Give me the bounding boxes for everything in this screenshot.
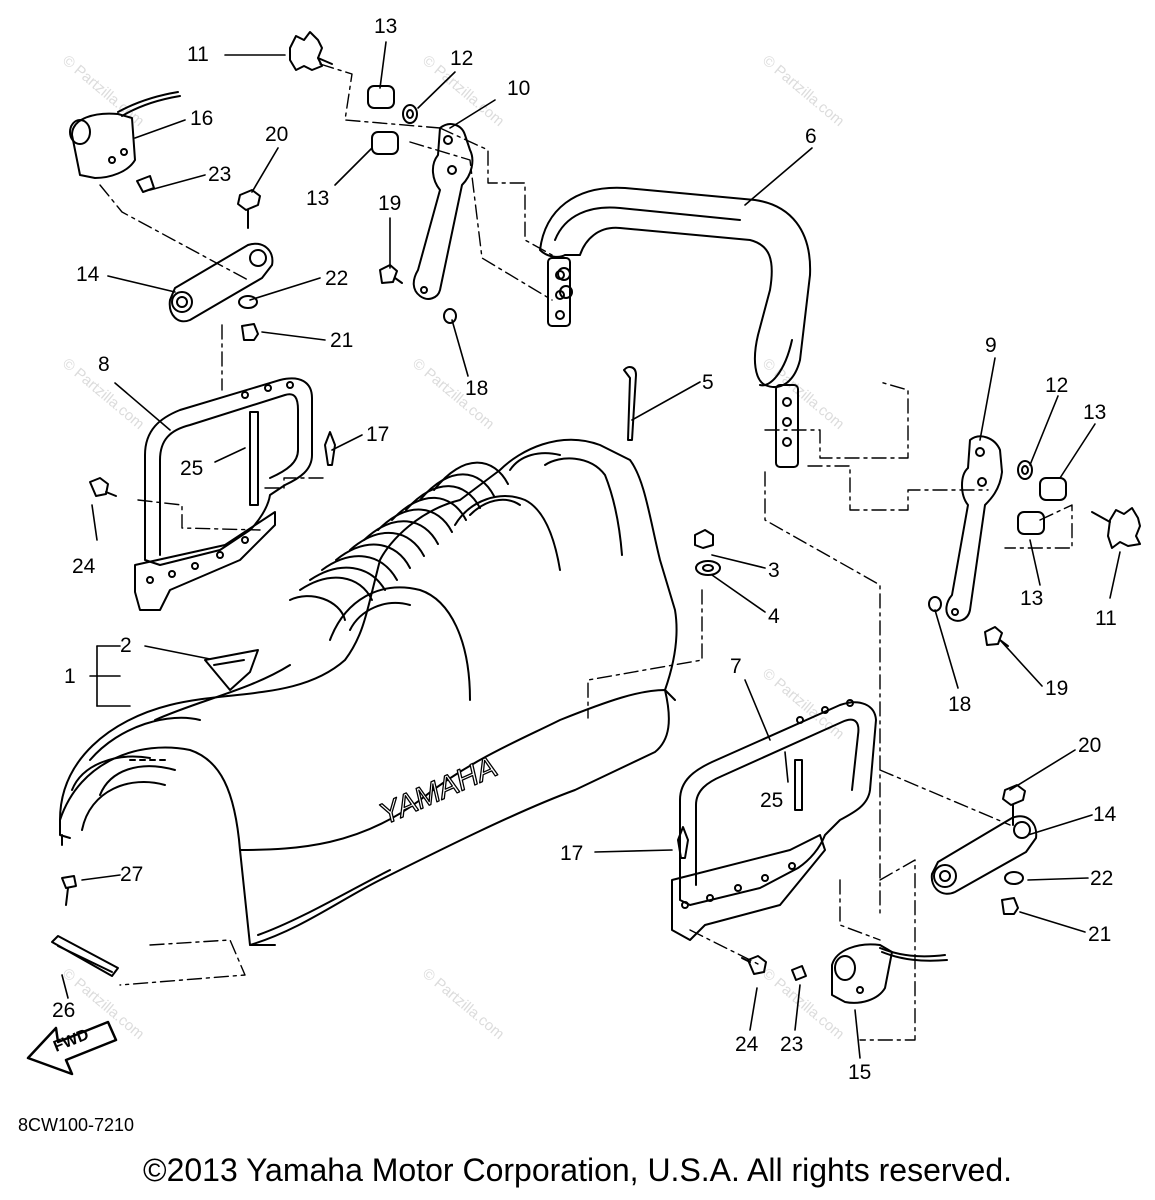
callout-21: 21 bbox=[1088, 923, 1112, 946]
callout-4: 4 bbox=[768, 605, 780, 628]
callout-6: 6 bbox=[805, 125, 817, 148]
callout-9: 9 bbox=[985, 334, 997, 357]
seat bbox=[59, 438, 678, 946]
callout-11: 11 bbox=[187, 43, 209, 66]
grab-bar-right bbox=[671, 699, 877, 941]
callout-3: 3 bbox=[768, 559, 780, 582]
callout-13: 13 bbox=[1083, 401, 1107, 424]
callout-17: 17 bbox=[366, 423, 390, 446]
callout-17: 17 bbox=[560, 842, 584, 865]
callout-13: 13 bbox=[1020, 587, 1044, 610]
callout-2: 2 bbox=[120, 634, 132, 657]
cable-cover-left bbox=[69, 91, 181, 179]
callout-1: 1 bbox=[64, 665, 76, 688]
callout-24: 24 bbox=[72, 555, 96, 578]
callout-14: 14 bbox=[76, 263, 100, 286]
leader-lines bbox=[61, 41, 1121, 1059]
callout-20: 20 bbox=[265, 123, 289, 146]
bracket-left bbox=[168, 242, 274, 323]
callout-22: 22 bbox=[325, 267, 349, 290]
washer bbox=[238, 104, 1033, 885]
callout-19: 19 bbox=[378, 192, 402, 215]
callout-22: 22 bbox=[1090, 867, 1114, 890]
seat-brand-text: YAMAHA bbox=[374, 750, 502, 831]
callout-8: 8 bbox=[98, 353, 110, 376]
cable-cover-right bbox=[831, 943, 948, 1004]
callout-16: 16 bbox=[190, 107, 214, 130]
callout-25: 25 bbox=[760, 789, 784, 812]
callout-7: 7 bbox=[730, 655, 742, 678]
callout-23: 23 bbox=[208, 163, 232, 186]
knob-left bbox=[289, 31, 333, 71]
callout-15: 15 bbox=[848, 1061, 872, 1084]
diagram-part-code: 8CW100-7210 bbox=[18, 1115, 135, 1135]
fwd-arrow-icon bbox=[26, 1020, 118, 1076]
callout-24: 24 bbox=[735, 1033, 759, 1056]
callout-21: 21 bbox=[330, 329, 354, 352]
callout-5: 5 bbox=[702, 371, 714, 394]
stay-left bbox=[412, 123, 474, 300]
assembly-lines bbox=[99, 63, 1073, 1041]
callout-10: 10 bbox=[507, 77, 531, 100]
knob-right bbox=[1091, 507, 1141, 549]
backrest bbox=[539, 186, 812, 468]
bracket-right bbox=[930, 815, 1038, 895]
callout-18: 18 bbox=[465, 377, 489, 400]
callout-12: 12 bbox=[1045, 374, 1069, 397]
callout-19: 19 bbox=[1045, 677, 1069, 700]
callout-26: 26 bbox=[52, 999, 76, 1022]
callout-20: 20 bbox=[1078, 734, 1102, 757]
callout-13: 13 bbox=[374, 15, 398, 38]
callout-14: 14 bbox=[1093, 803, 1117, 826]
callout-27: 27 bbox=[120, 863, 144, 886]
callout-25: 25 bbox=[180, 457, 204, 480]
grab-bar-left bbox=[134, 377, 313, 611]
collar bbox=[367, 85, 1067, 535]
callout-11: 11 bbox=[1095, 607, 1117, 630]
stay-right bbox=[945, 435, 1003, 622]
callout-12: 12 bbox=[450, 47, 474, 70]
strap bbox=[51, 366, 637, 977]
fasteners bbox=[61, 175, 1026, 981]
callout-18: 18 bbox=[948, 693, 972, 716]
callout-23: 23 bbox=[780, 1033, 804, 1056]
callout-13: 13 bbox=[306, 187, 330, 210]
copyright-notice: ©2013 Yamaha Motor Corporation, U.S.A. A… bbox=[142, 1152, 1013, 1188]
